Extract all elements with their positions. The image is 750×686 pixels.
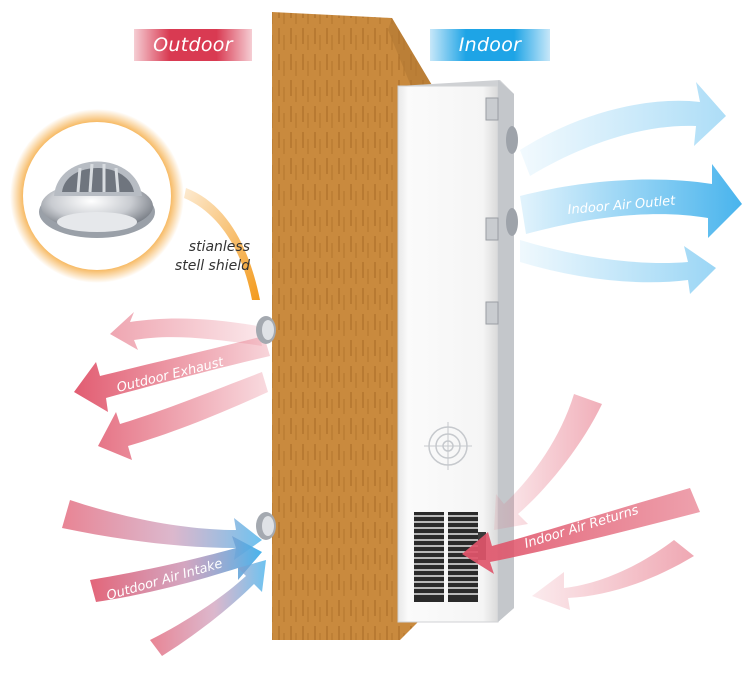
indoor-outlet-arrows: Indoor Air Outlet [520,82,742,294]
indoor-tag: Indoor [430,29,550,61]
outdoor-exhaust-arrows: Outdoor Exhaust [74,312,270,460]
shield-label-line2: stell shield [174,258,250,274]
shield-label-line1: stianless [188,239,250,255]
shield-pointer-arc [184,188,260,300]
stainless-shield-image [10,109,260,300]
outdoor-tag: Outdoor [134,29,252,61]
indoor-unit [397,80,518,623]
outdoor-intake-arrows: Outdoor Air Intake [62,500,266,656]
wall-vent-hoods [256,316,276,540]
unit-round-grille [424,422,472,470]
wall [272,12,436,640]
unit-lower-grille [414,512,478,602]
